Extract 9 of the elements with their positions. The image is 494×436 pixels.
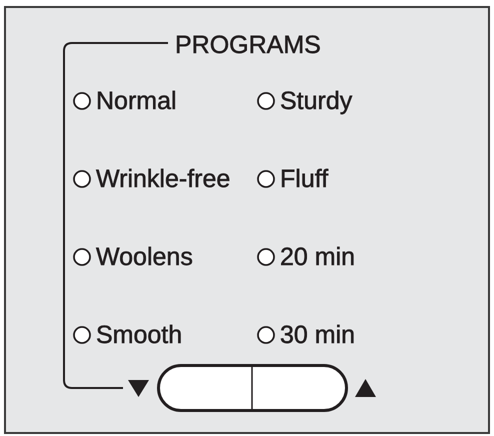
program-label: Fluff <box>280 165 328 193</box>
program-label: Sturdy <box>280 87 352 115</box>
section-heading: PROGRAMS <box>175 31 321 59</box>
program-label: Normal <box>96 87 177 115</box>
program-label: Wrinkle-free <box>96 165 230 193</box>
program-label: Smooth <box>96 321 182 349</box>
program-label: 30 min <box>280 321 356 349</box>
program-label: Woolens <box>96 243 193 271</box>
program-label: 20 min <box>280 243 356 271</box>
